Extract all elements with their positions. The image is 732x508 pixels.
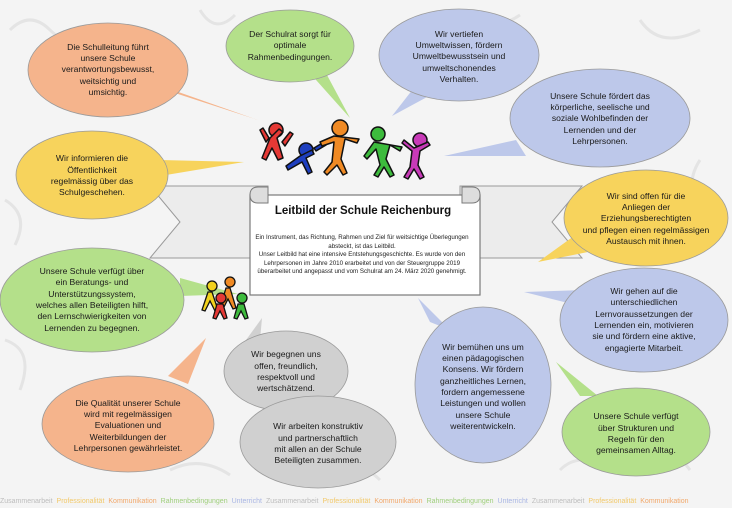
bubble-qualitaet [41,375,215,473]
bubble-konstruktiv [239,395,397,489]
bubble-konsens [414,306,552,464]
bubble-lernvoraussetzungen-text: Wir gehen auf die unterschiedlichen Lern… [592,285,696,353]
bubble-wohlbefinden-text: Unsere Schule fördert das körperliche, s… [550,90,650,147]
footer-keyword: Zusammenarbeit [531,498,585,505]
footer-keyword: Unterricht [231,498,262,505]
bubble-tail [160,160,244,176]
footer-keyword: Professionalität [322,498,371,505]
footer-keyword: Professionalität [588,498,637,505]
footer-keyword: Kommunikation [108,498,157,505]
bubble-strukturen-text: Unsere Schule verfügt über Strukturen un… [593,411,679,456]
footer-keyword: Rahmenbedingungen [426,498,494,505]
bubble-beratung [0,247,185,353]
bubble-beratung-text: Unsere Schule verfügt über ein Beratungs… [35,265,149,333]
footer-keyword: Unterricht [497,498,528,505]
footer-keyword: Kommunikation [374,498,423,505]
bubble-tail [168,338,206,384]
bubble-lernvoraussetzungen [559,267,729,373]
bubble-konstruktiv-text: Wir arbeiten konstruktiv und partnerscha… [273,421,363,466]
page-title: Leitbild der Schule Reichenburg [274,205,452,217]
bubble-umwelt-text: Wir vertiefen Umweltwissen, fördern Umwe… [412,28,506,85]
footer-keyword: Zusammenarbeit [265,498,319,505]
footer-keyword: Rahmenbedingungen [160,498,228,505]
footer-keyword: Kommunikation [640,498,689,505]
bubble-schulleitung-text: Die Schulleitung führt unsere Schule ver… [61,41,155,98]
intro-text: Ein Instrument, das Richtung, Rahmen und… [255,234,469,276]
bubble-tail [418,298,450,330]
bubble-qualitaet-text: Die Qualität unserer Schule wird mit reg… [73,397,183,454]
bubble-oeffentlichkeit [15,130,169,220]
bubble-oeffentlichkeit-text: Wir informieren die Öffentlichkeit regel… [50,153,134,198]
bubble-wohlbefinden [509,68,691,168]
dancing-figures-group [259,119,431,180]
bubble-tail [556,362,598,396]
bubble-konsens-text: Wir bemühen uns um einen pädagogischen K… [440,341,526,432]
bubble-tail [246,318,262,340]
footer-keyword: Professionalität [56,498,105,505]
bubble-umwelt [378,8,540,102]
footer-keyword: Zusammenarbeit [0,498,53,505]
bubble-tail [444,140,526,156]
bubble-erziehung-text: Wir sind offen für die Anliegen der Erzi… [582,190,710,247]
bubble-begegnen-text: Wir begegnen uns offen, freundlich, resp… [251,349,321,394]
central-banner [148,185,584,296]
bubble-schulrat [225,9,355,83]
small-figures-group [201,276,249,320]
bubble-strukturen [561,387,711,477]
bubble-erziehung [563,169,729,267]
bubble-schulrat-text: Der Schulrat sorgt für optimale Rahmenbe… [247,28,333,62]
bubble-schulleitung [27,22,189,118]
